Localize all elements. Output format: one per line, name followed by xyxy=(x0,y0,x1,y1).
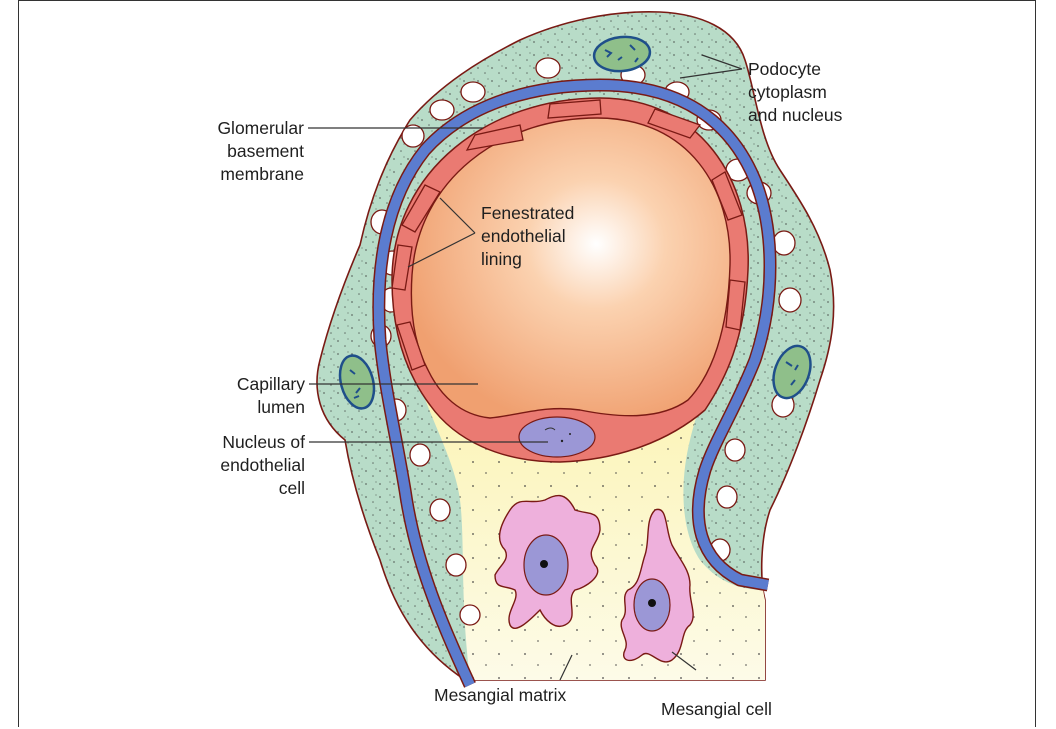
svg-text:Nucleus of: Nucleus of xyxy=(222,432,305,452)
svg-text:basement: basement xyxy=(227,141,304,161)
svg-text:Capillary: Capillary xyxy=(237,374,305,394)
endothelial-nucleus xyxy=(519,417,595,457)
svg-text:membrane: membrane xyxy=(220,164,304,184)
label-gbm: Glomerular basement membrane xyxy=(217,118,304,184)
svg-text:lining: lining xyxy=(481,249,522,269)
svg-text:endothelial: endothelial xyxy=(220,455,305,475)
label-lumen: Capillary lumen xyxy=(237,374,305,417)
svg-text:endothelial: endothelial xyxy=(481,226,566,246)
label-podocyte: Podocyte cytoplasm and nucleus xyxy=(748,59,843,125)
svg-text:Glomerular: Glomerular xyxy=(217,118,304,138)
svg-text:cell: cell xyxy=(279,478,305,498)
svg-text:lumen: lumen xyxy=(257,397,305,417)
svg-text:Mesangial matrix: Mesangial matrix xyxy=(434,685,567,705)
svg-text:cytoplasm: cytoplasm xyxy=(748,82,827,102)
svg-text:and nucleus: and nucleus xyxy=(748,105,843,125)
label-mesangial-matrix: Mesangial matrix xyxy=(434,685,567,705)
svg-text:Mesangial cell: Mesangial cell xyxy=(661,699,772,719)
label-mesangial-cell: Mesangial cell xyxy=(661,699,772,719)
svg-text:Podocyte: Podocyte xyxy=(748,59,821,79)
label-endothelial-nucleus: Nucleus of endothelial cell xyxy=(220,432,305,498)
svg-text:Fenestrated: Fenestrated xyxy=(481,203,574,223)
